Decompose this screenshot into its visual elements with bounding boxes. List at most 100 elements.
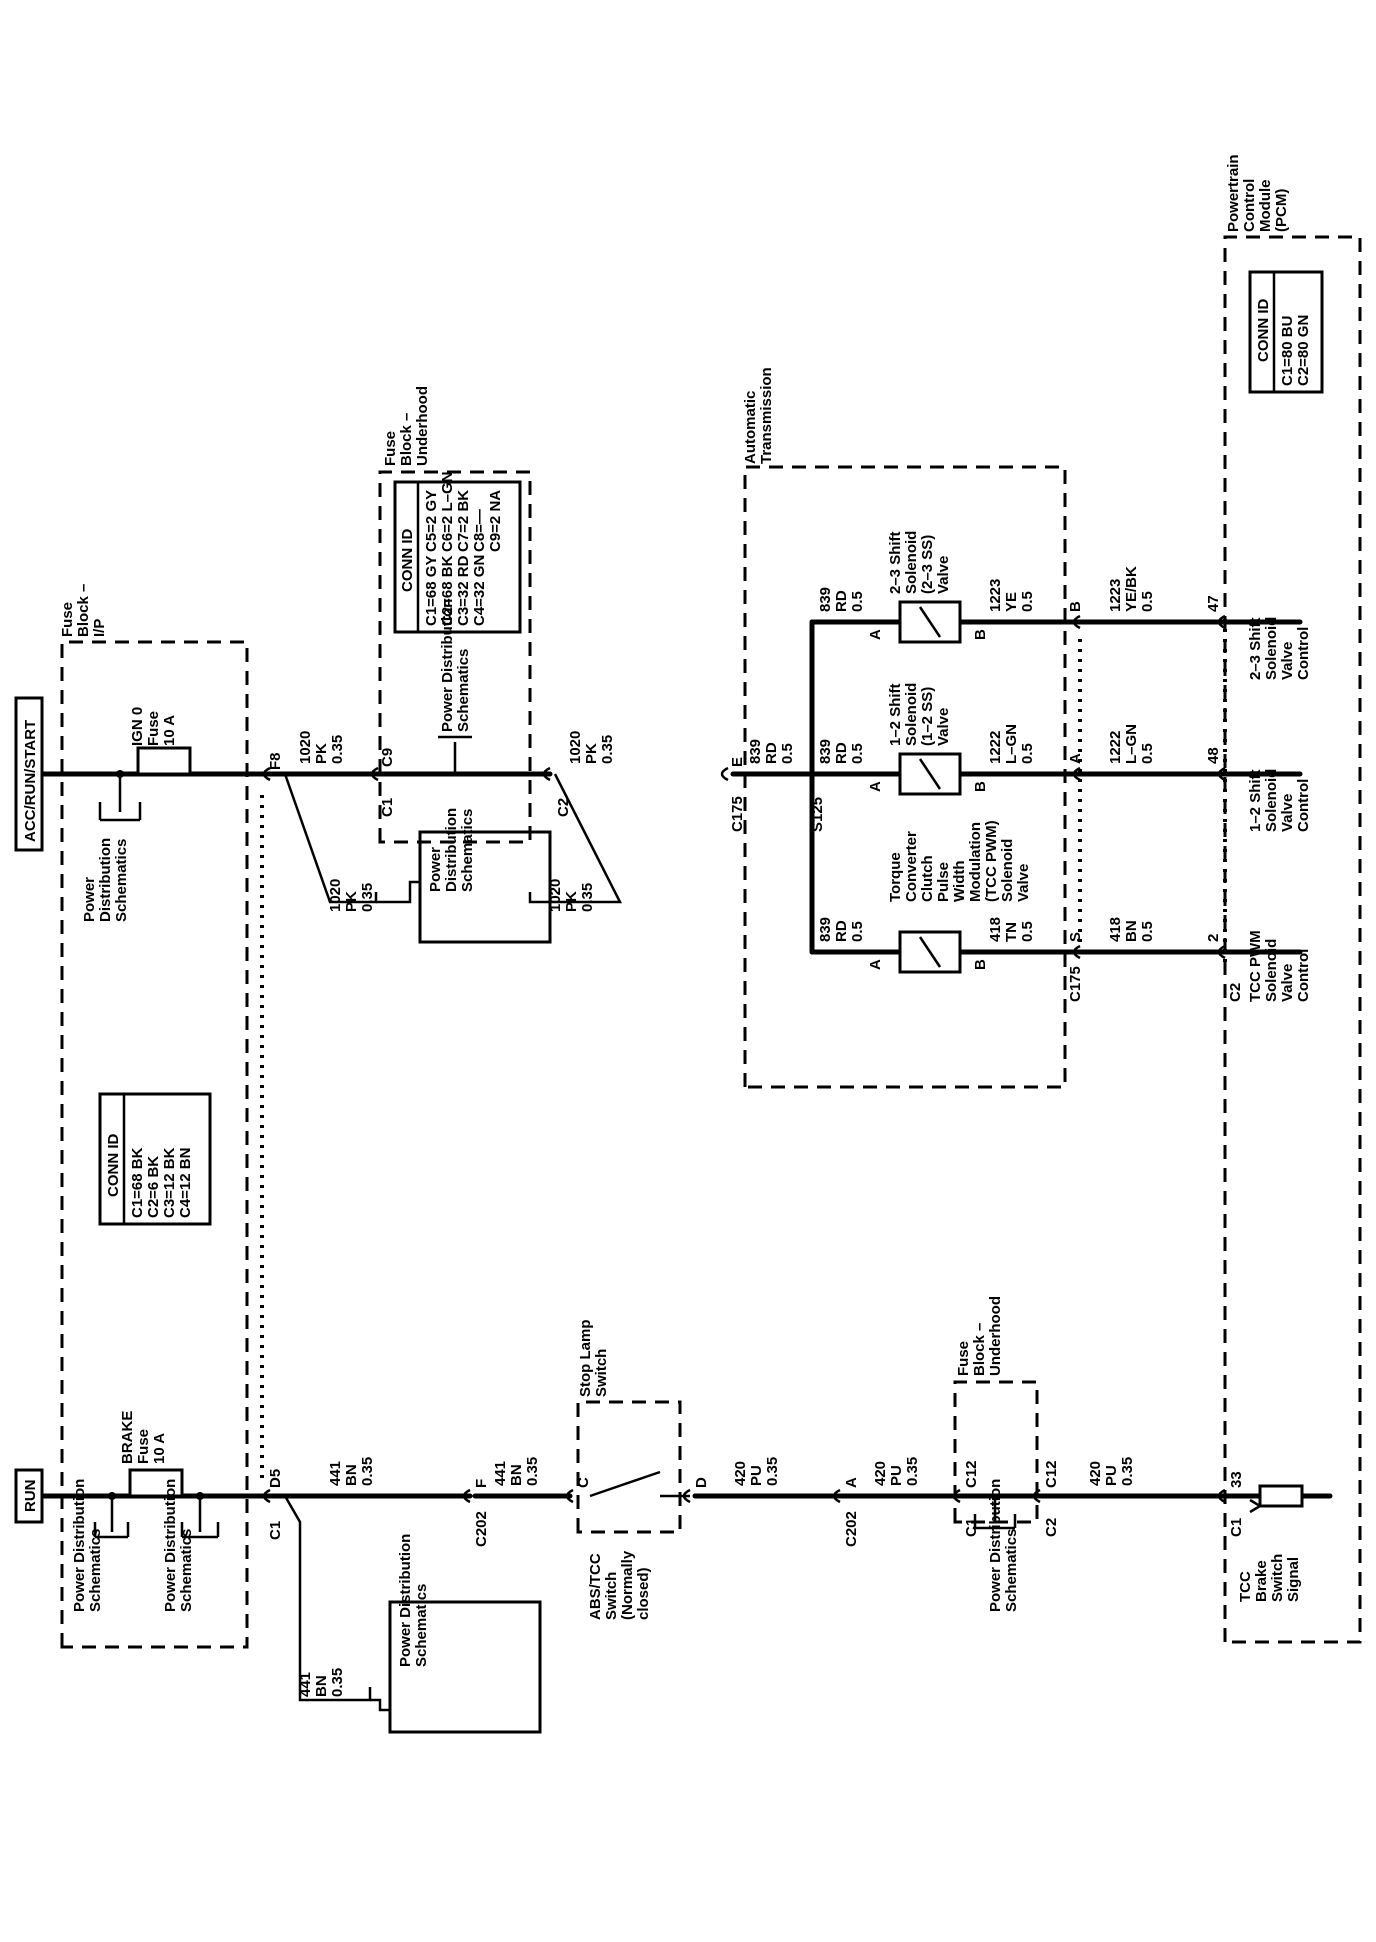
svg-text:C2=68 BK: C2=68 BK bbox=[439, 555, 456, 626]
svg-text:C1=68 BK: C1=68 BK bbox=[129, 1147, 146, 1218]
svg-text:C4=12 BN: C4=12 BN bbox=[177, 1148, 194, 1218]
ss23-solenoid-label: 2–3 Shift Solenoid (2–3 SS) Valve bbox=[887, 531, 952, 594]
svg-text:Power Distribution: Power Distribution bbox=[71, 1479, 88, 1612]
svg-text:YE: YE bbox=[1003, 592, 1020, 612]
svg-text:Fuse: Fuse bbox=[59, 602, 76, 637]
svg-text:Solenoid: Solenoid bbox=[999, 839, 1016, 902]
svg-text:1020: 1020 bbox=[567, 731, 584, 764]
svg-text:Power: Power bbox=[81, 877, 98, 922]
svg-text:Fuse: Fuse bbox=[135, 1429, 152, 1464]
svg-text:Width: Width bbox=[951, 860, 968, 902]
pcm-pin-labels: 2 C2 48 47 bbox=[1205, 595, 1244, 1002]
fuse-block-ip-outline bbox=[60, 640, 249, 1649]
svg-text:Brake: Brake bbox=[1253, 1560, 1270, 1602]
wire-420-a: 420 PU 0.35 bbox=[732, 1457, 781, 1486]
svg-text:C1: C1 bbox=[379, 798, 396, 817]
wire-839-main: 839 RD 0.5 bbox=[747, 739, 796, 764]
svg-text:0.35: 0.35 bbox=[579, 883, 596, 912]
svg-text:Solenoid: Solenoid bbox=[1263, 939, 1280, 1002]
svg-text:Control: Control bbox=[1241, 179, 1258, 232]
pcm-input-wires: 418 BN 0.5 1222 L–GN 0.5 1223 YE/BK 0.5 bbox=[1107, 566, 1156, 942]
svg-text:Stop Lamp: Stop Lamp bbox=[577, 1320, 594, 1398]
svg-text:PK: PK bbox=[563, 891, 580, 912]
power-distribution-box-a bbox=[388, 1600, 542, 1734]
svg-text:Valve: Valve bbox=[1279, 964, 1296, 1002]
svg-text:1223: 1223 bbox=[1107, 579, 1124, 612]
svg-text:C9: C9 bbox=[379, 748, 396, 767]
wire-441-a: 441 BN 0.35 bbox=[327, 1457, 376, 1486]
svg-text:47: 47 bbox=[1205, 595, 1222, 612]
svg-text:839: 839 bbox=[817, 587, 834, 612]
svg-text:RD: RD bbox=[833, 742, 850, 764]
svg-text:Modulation: Modulation bbox=[967, 822, 984, 902]
svg-text:0.5: 0.5 bbox=[849, 921, 866, 942]
brake-pds-a: Power Distribution Schematics bbox=[71, 1479, 104, 1612]
run-power-label: RUN bbox=[22, 1480, 39, 1513]
brake-signal-resistor bbox=[1258, 1484, 1304, 1508]
svg-text:L–GN: L–GN bbox=[1003, 724, 1020, 764]
svg-text:418: 418 bbox=[987, 917, 1004, 942]
svg-text:Power Distribution: Power Distribution bbox=[987, 1479, 1004, 1612]
svg-text:C2=6 BK: C2=6 BK bbox=[145, 1156, 162, 1218]
stop-lamp-switch-outline bbox=[576, 1400, 682, 1534]
ss12-839-label: 839 RD 0.5 bbox=[817, 739, 866, 764]
svg-text:C1=80 BU: C1=80 BU bbox=[1279, 316, 1296, 386]
wire-1020-b: 1020 PK 0.35 bbox=[327, 879, 376, 912]
svg-text:I/P: I/P bbox=[91, 619, 108, 637]
svg-text:0.35: 0.35 bbox=[764, 1457, 781, 1486]
svg-text:Schematics: Schematics bbox=[459, 809, 476, 892]
svg-text:0.5: 0.5 bbox=[1139, 921, 1156, 942]
svg-text:RD: RD bbox=[833, 920, 850, 942]
ign-fuse-label: IGN 0 Fuse 10 A bbox=[129, 707, 178, 746]
svg-text:C1: C1 bbox=[1228, 1518, 1245, 1537]
svg-text:Distribution: Distribution bbox=[97, 838, 114, 922]
svg-text:0.5: 0.5 bbox=[1019, 591, 1036, 612]
brake-pds-b: Power Distribution Schematics bbox=[162, 1479, 195, 1612]
svg-text:Control: Control bbox=[1295, 779, 1312, 832]
svg-text:0.5: 0.5 bbox=[1139, 591, 1156, 612]
svg-text:Switch: Switch bbox=[593, 1349, 610, 1397]
svg-text:A: A bbox=[867, 959, 884, 970]
svg-text:A: A bbox=[843, 1477, 860, 1488]
power-distribution-box-b bbox=[418, 830, 552, 944]
svg-text:Block –: Block – bbox=[398, 413, 415, 466]
svg-text:BRAKE: BRAKE bbox=[119, 1411, 136, 1464]
svg-text:Solenoid: Solenoid bbox=[903, 531, 920, 594]
svg-text:1222: 1222 bbox=[987, 731, 1004, 764]
svg-text:Automatic: Automatic bbox=[742, 391, 759, 464]
fuse-block-underhood-conn-id bbox=[393, 480, 522, 634]
svg-text:Schematics: Schematics bbox=[1003, 1529, 1020, 1612]
svg-text:Schematics: Schematics bbox=[178, 1529, 195, 1612]
svg-text:IGN 0: IGN 0 bbox=[129, 707, 146, 746]
svg-text:Valve: Valve bbox=[935, 708, 952, 746]
svg-text:Solenoid: Solenoid bbox=[1263, 617, 1280, 680]
svg-text:0.5: 0.5 bbox=[849, 591, 866, 612]
wire-420-b: 420 PU 0.35 bbox=[872, 1457, 921, 1486]
svg-text:0.35: 0.35 bbox=[329, 1668, 346, 1697]
svg-text:PK: PK bbox=[343, 891, 360, 912]
svg-text:Solenoid: Solenoid bbox=[1263, 769, 1280, 832]
svg-text:C8=—: C8=— bbox=[471, 509, 488, 552]
svg-text:RD: RD bbox=[833, 590, 850, 612]
svg-text:C1=68 GY: C1=68 GY bbox=[423, 556, 440, 626]
tcc-brake-switch-signal-label: TCC Brake Switch Signal bbox=[1237, 1554, 1302, 1602]
svg-text:C5=2 GY: C5=2 GY bbox=[423, 490, 440, 552]
svg-text:Block –: Block – bbox=[75, 584, 92, 637]
svg-text:0.5: 0.5 bbox=[1019, 921, 1036, 942]
svg-text:L–GN: L–GN bbox=[1123, 724, 1140, 764]
svg-text:0.35: 0.35 bbox=[904, 1457, 921, 1486]
svg-text:BN: BN bbox=[343, 1464, 360, 1486]
svg-text:PU: PU bbox=[1103, 1465, 1120, 1486]
svg-text:Control: Control bbox=[1295, 949, 1312, 1002]
svg-text:C9=2 NA: C9=2 NA bbox=[487, 490, 504, 552]
ign-pds-label: Power Distribution Schematics bbox=[81, 838, 130, 922]
svg-text:S: S bbox=[1067, 932, 1084, 942]
svg-text:0.35: 0.35 bbox=[1119, 1457, 1136, 1486]
svg-text:F8: F8 bbox=[267, 752, 284, 770]
ss23-solenoid: 839 RD 0.5 bbox=[809, 587, 1103, 644]
svg-text:closed): closed) bbox=[635, 1567, 652, 1620]
svg-text:BN: BN bbox=[1123, 920, 1140, 942]
conn-id-title: CONN ID bbox=[105, 1134, 122, 1198]
svg-text:441: 441 bbox=[327, 1461, 344, 1486]
fuse-block-underhood-pds: Power Distribution Schematics bbox=[439, 599, 472, 732]
